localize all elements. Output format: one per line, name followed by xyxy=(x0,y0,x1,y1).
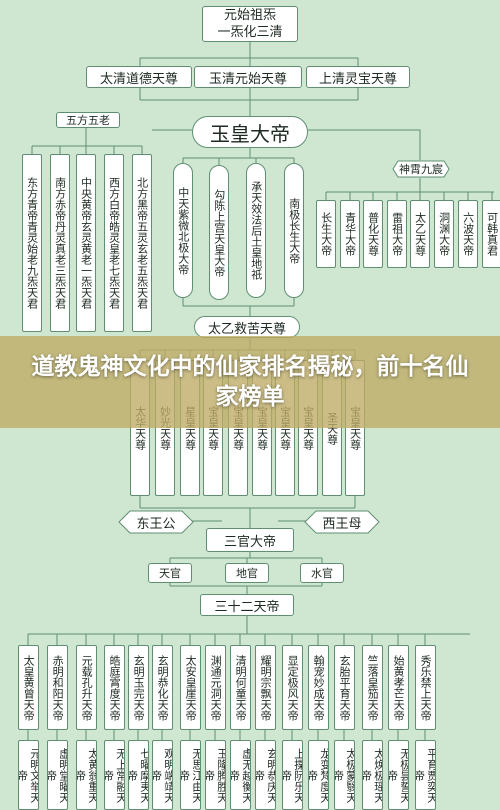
emperor-item: 无极昙誓天帝 xyxy=(388,740,409,810)
emperor-item: 始黄孝芒天帝 xyxy=(388,645,409,730)
shuiguan-node: 水官 xyxy=(300,563,344,583)
shenxiao-item: 普化天尊 xyxy=(363,200,383,268)
emperor-item: 玄明恭化天帝 xyxy=(152,645,173,730)
emperor-item: 上揲阮乐天帝 xyxy=(282,740,303,810)
title-banner: 道教鬼神文化中的仙家排名揭秘，前十名仙家榜单 xyxy=(0,336,500,428)
wufang-item: 北方黑帝五灵玄老五炁天君 xyxy=(132,154,152,332)
emperor-item: 翰宠妙成天帝 xyxy=(308,645,329,730)
emperor-item: 太焕极瑶天帝 xyxy=(362,740,383,810)
dongwang-node: 东王公 xyxy=(118,510,194,534)
emperor-item: 无思江由天帝 xyxy=(180,740,201,810)
shenxiao-item: 雷祖大帝 xyxy=(387,200,407,268)
shenxiao-label-text: 神霄九宸 xyxy=(399,163,443,176)
shenxiao-item: 太乙天尊 xyxy=(410,200,430,268)
emperor-item: 龙变梵度天帝 xyxy=(308,740,329,810)
emperor-item: 秀乐禁上天帝 xyxy=(415,645,436,730)
emperor-item: 玄明玉完天帝 xyxy=(128,645,149,730)
emperor-item: 平育贾奕天帝 xyxy=(415,740,436,810)
sanqing-shangqing: 上清灵宝天尊 xyxy=(306,66,410,88)
wufang-item: 东方青帝青灵始老九炁天君 xyxy=(22,154,42,332)
diguan-node: 地官 xyxy=(225,563,269,583)
emperor-item: 观明端靖天帝 xyxy=(152,740,173,810)
sanguan-node: 三官大帝 xyxy=(206,528,294,552)
wufang-label: 五方五老 xyxy=(56,112,120,128)
emperor-item: 清明何童天帝 xyxy=(230,645,251,730)
emperor-item: 渊通元洞天帝 xyxy=(205,645,226,730)
wufang-item: 西方白帝皓灵皇老七炁天君 xyxy=(104,154,124,332)
shenxiao-item: 长生大帝 xyxy=(316,200,336,268)
emperor-item: 耀明宗飘天帝 xyxy=(255,645,276,730)
origin-node: 元始祖炁 一炁化三清 xyxy=(202,6,298,42)
emperor-item: 虚无越衡天帝 xyxy=(230,740,251,810)
sanshier-node: 三十二天帝 xyxy=(200,594,294,616)
xiwang-node: 西王母 xyxy=(304,510,380,534)
sanqing-yuqing: 玉清元始天尊 xyxy=(194,66,302,88)
jade-emperor-node: 玉皇大帝 xyxy=(192,116,308,148)
emperor-item: 玄胎平育天帝 xyxy=(334,645,355,730)
emperor-item: 太皇黄曾天帝 xyxy=(18,645,39,730)
emperor-item: 玄明恭庆天帝 xyxy=(255,740,276,810)
emperor-item: 玉隆腾胜天帝 xyxy=(205,740,226,810)
taiyi-node: 太乙救苦天尊 xyxy=(194,316,300,338)
siyu-item: 南极长生大帝 xyxy=(284,163,304,298)
shenxiao-label: 神霄九宸 xyxy=(392,160,450,178)
banner-title: 道教鬼神文化中的仙家排名揭秘，前十名仙家榜单 xyxy=(31,354,469,410)
emperor-item: 显定极风天帝 xyxy=(282,645,303,730)
dongwang-text: 东王公 xyxy=(136,516,176,532)
siyu-item: 承天效法后土皇地祇 xyxy=(246,163,266,298)
emperor-item: 太安皇崖天帝 xyxy=(180,645,201,730)
emperor-item: 竺落皇笳天帝 xyxy=(362,645,383,730)
xiwang-text: 西王母 xyxy=(322,516,362,532)
origin-line2: 一炁化三清 xyxy=(217,25,283,40)
shenxiao-item: 六波天帝 xyxy=(458,200,478,268)
emperor-item: 赤明和阳天帝 xyxy=(47,645,68,730)
emperor-item: 太黄翁重天帝 xyxy=(76,740,97,810)
emperor-item: 元明文举天帝 xyxy=(18,740,39,810)
emperor-item: 元载孔升天帝 xyxy=(76,645,97,730)
tianguan-node: 天官 xyxy=(148,563,192,583)
wufang-item: 南方赤帝丹灵真老三炁天君 xyxy=(50,154,70,332)
wufang-item: 中央黄帝玄灵黄老一炁天君 xyxy=(76,154,96,332)
shenxiao-item: 洞渊大帝 xyxy=(434,200,454,268)
shenxiao-item: 可韩真君 xyxy=(482,200,500,268)
emperor-item: 七曜摩夷天帝 xyxy=(128,740,149,810)
sanqing-taiqing: 太清道德天尊 xyxy=(86,66,192,88)
emperor-item: 皓庭霄度天帝 xyxy=(104,645,125,730)
shenxiao-item: 青华大帝 xyxy=(340,200,360,268)
emperor-item: 虚明堂曜天帝 xyxy=(47,740,68,810)
siyu-item: 勾陈上宫天皇大帝 xyxy=(209,165,229,300)
emperor-item: 无上常融天帝 xyxy=(104,740,125,810)
emperor-item: 太极蒙翳天帝 xyxy=(334,740,355,810)
siyu-item: 中天紫微北极大帝 xyxy=(173,163,193,298)
origin-line1: 元始祖炁 xyxy=(223,8,276,23)
